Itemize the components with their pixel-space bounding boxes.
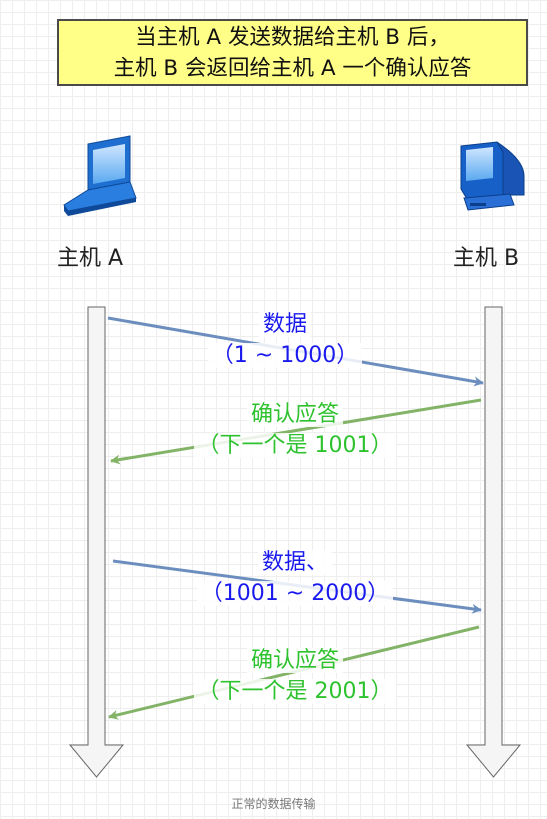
- host-b-timeline: [465, 306, 522, 778]
- title-line-1: 当主机 A 发送数据给主机 B 后，: [135, 24, 450, 50]
- data-label-2: 数据、 （1001 ~ 2000）: [180, 547, 410, 609]
- laptop-icon: [63, 135, 137, 216]
- data-label-1-title: 数据: [258, 312, 311, 337]
- host-a-label: 主机 A: [57, 246, 124, 271]
- data-label-1: 数据 （1 ~ 1000）: [185, 309, 385, 371]
- ack-arrow-1: [110, 398, 482, 465]
- host-a-timeline: [68, 306, 125, 778]
- data-label-1-range: （1 ~ 1000）: [207, 343, 363, 368]
- data-label-2-range: （1001 ~ 2000）: [196, 581, 394, 606]
- ack-label-1-title: 确认应答: [246, 402, 343, 427]
- ack-label-2-title: 确认应答: [246, 648, 343, 673]
- ack-label-2-next: （下一个是 2001）: [193, 679, 397, 704]
- ack-label-1-next: （下一个是 1001）: [193, 433, 397, 458]
- title-box: 当主机 A 发送数据给主机 B 后， 主机 B 会返回给主机 A 一个确认应答: [57, 19, 528, 86]
- host-b-label: 主机 B: [453, 246, 520, 271]
- data-label-2-title: 数据、: [257, 550, 332, 575]
- ack-label-1: 确认应答 （下一个是 1001）: [175, 399, 415, 461]
- figure-caption: 正常的数据传输: [231, 797, 316, 811]
- title-line-2: 主机 B 会返回给主机 A 一个确认应答: [113, 55, 472, 81]
- desktop-computer-icon: [460, 141, 525, 211]
- ack-label-2: 确认应答 （下一个是 2001）: [170, 645, 420, 707]
